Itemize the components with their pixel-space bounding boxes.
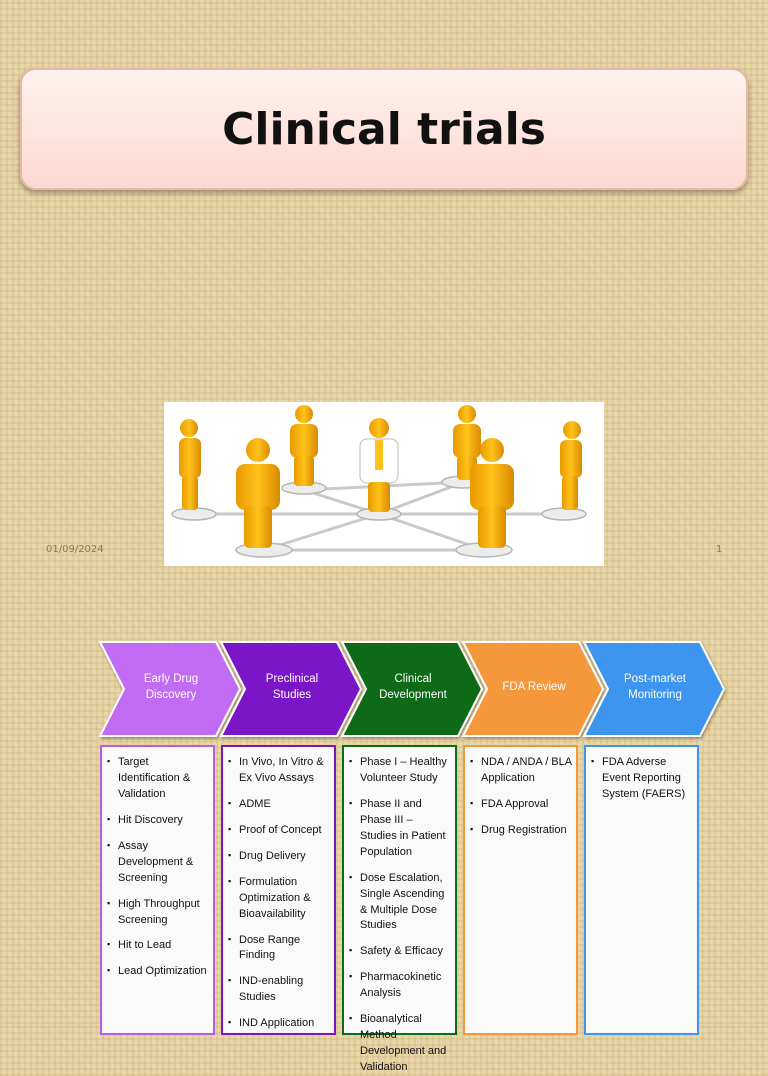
stage-column-fda-review: NDA / ANDA / BLA ApplicationFDA Approval… [463, 745, 578, 1035]
list-item: Dose Escalation, Single Ascending & Mult… [349, 871, 451, 935]
network-people-image [164, 402, 604, 566]
stage-label-clinical-development: Clinical Development [379, 673, 447, 701]
people-network-illustration [171, 405, 587, 558]
list-item: FDA Adverse Event Reporting System (FAER… [591, 755, 693, 803]
list-item: Phase I – Healthy Volunteer Study [349, 755, 451, 787]
stage-arrow-clinical-development [340, 641, 484, 737]
stage-column-early-drug-discovery: Target Identification & ValidationHit Di… [100, 745, 215, 1035]
process-arrows [98, 641, 726, 737]
stage-arrow-fda-review [461, 641, 605, 737]
list-item: Safety & Efficacy [349, 944, 451, 960]
stage-label-post-market-monitoring: Post-market Monitoring [624, 673, 686, 701]
stage-column-preclinical-studies: In Vivo, In Vitro & Ex Vivo AssaysADME Pr… [221, 745, 336, 1035]
title-box: Clinical trials [20, 68, 748, 190]
list-item: Hit Discovery [107, 813, 209, 829]
stage-item-list: Phase I – Healthy Volunteer StudyPhase I… [344, 747, 455, 1076]
stage-arrow-early-drug-discovery [98, 641, 242, 737]
list-item: ADME [228, 797, 330, 813]
slide-title: Clinical trials [222, 103, 546, 155]
stage-column-clinical-development: Phase I – Healthy Volunteer StudyPhase I… [342, 745, 457, 1073]
list-item: IND Application [228, 1016, 330, 1032]
stage-column-post-market-monitoring: FDA Adverse Event Reporting System (FAER… [584, 745, 699, 1035]
list-item: Target Identification & Validation [107, 755, 209, 803]
list-item: IND-enabling Studies [228, 974, 330, 1006]
stage-label-fda-review: FDA Review [502, 681, 566, 694]
stage-label-preclinical-studies: Preclinical Studies [265, 673, 319, 701]
list-item: Bioanalytical Method Development and Val… [349, 1012, 451, 1076]
stage-item-list: In Vivo, In Vitro & Ex Vivo AssaysADME Pr… [223, 747, 334, 1032]
list-item: Phase II and Phase III – Studies in Pati… [349, 797, 451, 861]
stage-label-early-drug-discovery: Early Drug Discovery [143, 673, 199, 701]
stage-arrow-post-market-monitoring [582, 641, 726, 737]
list-item: Drug Registration [470, 823, 572, 839]
slide-page-number: 1 [716, 544, 723, 555]
stage-item-list: NDA / ANDA / BLA ApplicationFDA Approval… [465, 747, 576, 839]
list-item: Hit to Lead [107, 938, 209, 954]
stage-item-list: Target Identification & ValidationHit Di… [102, 747, 213, 980]
list-item: FDA Approval [470, 797, 572, 813]
list-item: Drug Delivery [228, 849, 330, 865]
list-item: High Throughput Screening [107, 897, 209, 929]
list-item: Assay Development & Screening [107, 839, 209, 887]
list-item: NDA / ANDA / BLA Application [470, 755, 572, 787]
list-item: Proof of Concept [228, 823, 330, 839]
stage-item-list: FDA Adverse Event Reporting System (FAER… [586, 747, 697, 803]
list-item: Dose Range Finding [228, 933, 330, 965]
stage-arrow-preclinical-studies [219, 641, 363, 737]
drug-development-process: Early Drug Discovery Preclinical Studies C… [98, 640, 734, 1073]
list-item: Lead Optimization [107, 964, 209, 980]
list-item: Pharmacokinetic Analysis [349, 970, 451, 1002]
slide-date: 01/09/2024 [46, 544, 104, 555]
list-item: Formulation Optimization & Bioavailabili… [228, 875, 330, 923]
list-item: In Vivo, In Vitro & Ex Vivo Assays [228, 755, 330, 787]
